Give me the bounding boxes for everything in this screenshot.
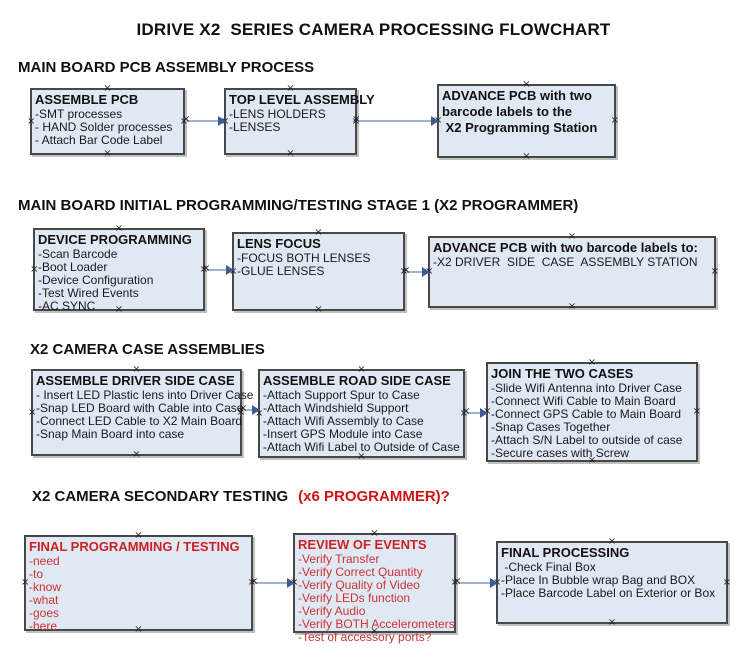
connection-handle-icon: × <box>132 449 141 460</box>
box-line: - HAND Solder processes <box>35 120 173 134</box>
connection-handle-icon: × <box>722 576 731 588</box>
flow-arrow-2: × <box>352 115 439 126</box>
box-lens-focus: LENS FOCUS -FOCUS BOTH LENSES -GLUE LENS… <box>229 228 408 315</box>
box-line: -GLUE LENSES <box>237 264 325 278</box>
box-title: TOP LEVEL ASSEMBLY <box>229 92 375 107</box>
box-join-the-two-cases: JOIN THE TWO CASES -Slide Wifi Antenna i… <box>483 358 701 466</box>
box-line: -goes <box>29 606 60 620</box>
connection-handle-icon: × <box>567 301 577 312</box>
section-heading-case-assemblies: X2 CAMERA CASE ASSEMBLIES <box>30 341 265 358</box>
box-assemble-pcb: ASSEMBLE PCB -SMT processes - HAND Solde… <box>27 84 188 159</box>
box-line: - Attach Bar Code Label <box>35 133 163 147</box>
box-assemble-driver-side-case: ASSEMBLE DRIVER SIDE CASE - Insert LED P… <box>28 365 254 460</box>
box-line: -Snap Cases Together <box>491 420 611 434</box>
box-line: -LENSES <box>229 120 281 134</box>
box-line: -Boot Loader <box>38 260 108 274</box>
box-line: -Attach Wifi Assembly to Case <box>263 414 424 428</box>
box-review-of-events: REVIEW OF EVENTS -Verify Transfer -Verif… <box>290 529 459 644</box>
box-line: -Check Final Box <box>501 560 596 574</box>
flow-arrow-6: × <box>462 407 488 418</box>
connection-handle-icon: × <box>286 148 295 159</box>
connection-handle-icon: × <box>610 115 619 126</box>
box-line: -Slide Wifi Antenna into Driver Case <box>491 381 682 395</box>
flow-arrow-1: × <box>182 115 226 126</box>
box-line: -Secure cases with Screw <box>491 446 630 460</box>
section-heading-secondary-testing-label: X2 CAMERA SECONDARY TESTING <box>32 488 289 505</box>
box-line: -Verify BOTH Accelerometers <box>298 617 455 631</box>
box-line: -Snap Main Board into case <box>36 427 185 441</box>
flow-arrow-3: × <box>202 264 234 275</box>
box-title: ASSEMBLE ROAD SIDE CASE <box>263 373 451 388</box>
box-line: -know <box>29 580 62 594</box>
box-title: ASSEMBLE PCB <box>35 92 139 107</box>
box-final-processing: FINAL PROCESSING -Check Final Box -Place… <box>493 537 731 628</box>
box-line: -Test Wired Events <box>38 286 139 300</box>
box-line: -Connect Wifi Cable to Main Board <box>491 394 676 408</box>
box-line: -Attach Windshield Support <box>263 401 409 415</box>
connection-handle-icon: × <box>710 266 719 277</box>
box-title: FINAL PROGRAMMING / TESTING <box>29 539 240 554</box>
flow-arrow-7: × <box>250 577 295 588</box>
box-line: -LENS HOLDERS <box>229 107 326 121</box>
box-line: -Verify Transfer <box>298 552 380 566</box>
box-line: -Verify Correct Quantity <box>298 565 423 579</box>
connection-handle-icon: × <box>103 148 112 159</box>
box-assemble-road-side-case: ASSEMBLE ROAD SIDE CASE -Attach Support … <box>255 365 468 462</box>
box-line: -Test of accessory ports? <box>298 630 432 644</box>
box-advance-pcb-driver-side: ADVANCE PCB with two barcode labels to: … <box>425 232 719 312</box>
box-line: -AC SYNC <box>38 299 96 313</box>
box-title: ADVANCE PCB with two barcode labels to t… <box>442 88 598 135</box>
box-line: -Device Configuration <box>38 273 154 287</box>
box-title: DEVICE PROGRAMMING <box>38 232 192 247</box>
section-heading-pcb-assembly: MAIN BOARD PCB ASSEMBLY PROCESS <box>18 59 315 76</box>
box-line: -Connect GPS Cable to Main Board <box>491 407 682 421</box>
connection-handle-icon: × <box>607 617 617 628</box>
box-line: -FOCUS BOTH LENSES <box>237 251 371 265</box>
box-title: REVIEW OF EVENTS <box>298 537 427 552</box>
box-line: -need <box>29 554 60 568</box>
box-line: -here <box>29 619 58 633</box>
section-heading-secondary-testing: X2 CAMERA SECONDARY TESTING (x6 PROGRAMME… <box>32 488 450 505</box>
section-heading-programmer-question: (x6 PROGRAMMER)? <box>298 488 450 505</box>
box-line: -Verify Audio <box>298 604 366 618</box>
box-title: FINAL PROCESSING <box>501 545 630 560</box>
box-line: -Connect LED Cable to X2 Main Board <box>36 414 243 428</box>
box-line: -Place Barcode Label on Exterior or Box <box>501 586 716 600</box>
box-line: -Attach S/N Label to outside of case <box>491 433 683 447</box>
box-device-programming: DEVICE PROGRAMMING -Scan Barcode -Boot L… <box>30 224 208 315</box>
box-line: -Insert GPS Module into Case <box>263 427 423 441</box>
connection-handle-icon: × <box>522 151 531 162</box>
box-line: -Attach Support Spur to Case <box>263 388 420 402</box>
connection-handle-icon: × <box>314 304 323 315</box>
box-line: -Verify LEDs function <box>298 591 411 605</box>
box-title: LENS FOCUS <box>237 236 321 251</box>
box-title: JOIN THE TWO CASES <box>491 366 634 381</box>
box-line: -to <box>29 567 44 581</box>
box-line: -SMT processes <box>35 107 123 121</box>
box-line: -Verify Quality of Video <box>298 578 420 592</box>
flow-arrow-4: × <box>402 266 430 277</box>
flow-arrow-5: × <box>239 404 260 415</box>
page-title: IDRIVE X2 SERIES CAMERA PROCESSING FLOWC… <box>136 20 611 39</box>
box-advance-pcb-programming-station: ADVANCE PCB with two barcode labels to t… <box>434 80 619 162</box>
connection-handle-icon: × <box>692 406 701 417</box>
box-line: -Scan Barcode <box>38 247 118 261</box>
box-top-level-assembly: TOP LEVEL ASSEMBLY -LENS HOLDERS -LENSES… <box>221 84 375 159</box>
box-title: ASSEMBLE DRIVER SIDE CASE <box>36 373 235 388</box>
box-line: - Insert LED Plastic lens into Driver Ca… <box>36 388 254 402</box>
box-line: -Attach Wifi Label to Outside of Case <box>263 440 460 454</box>
box-final-programming-testing: FINAL PROGRAMMING / TESTING -need -to -k… <box>21 531 256 635</box>
box-line: -what <box>29 593 59 607</box>
section-heading-initial-programming: MAIN BOARD INITIAL PROGRAMMING/TESTING S… <box>18 197 579 214</box>
box-line: -X2 DRIVER SIDE CASE ASSEMBLY STATION <box>433 255 698 269</box>
flow-arrow-8: × <box>453 577 498 588</box>
box-line: -Place In Bubble wrap Bag and BOX <box>501 573 696 587</box>
box-title: ADVANCE PCB with two barcode labels to: <box>433 240 698 255</box>
box-line: -Snap LED Board with Cable into Case <box>36 401 244 415</box>
